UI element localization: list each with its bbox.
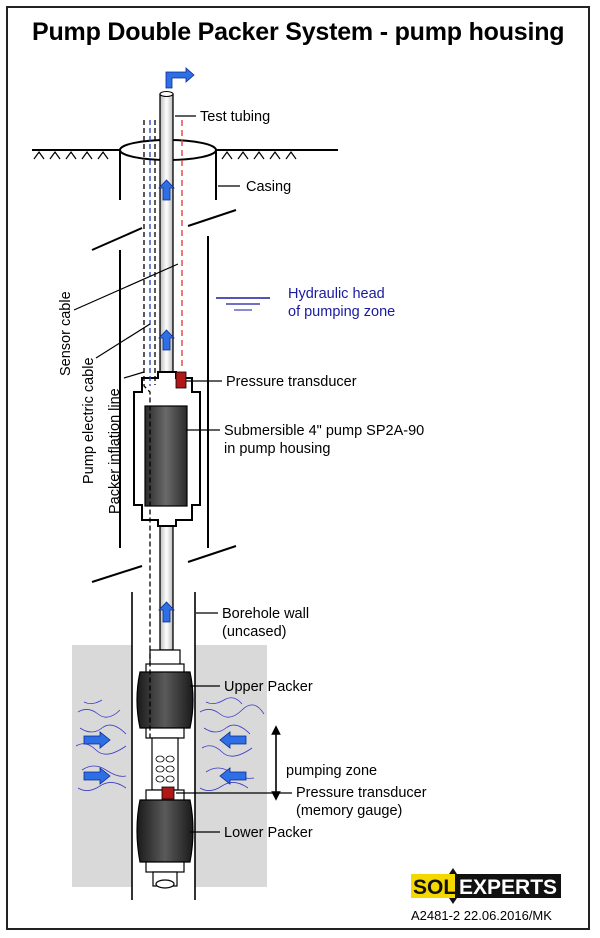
flow-arrows xyxy=(83,67,247,785)
label-memory-gauge-1: Pressure transducer xyxy=(296,785,427,801)
label-lower-packer: Lower Packer xyxy=(224,825,313,841)
label-borehole-wall-1: Borehole wall xyxy=(222,606,309,622)
label-pump-2: in pump housing xyxy=(224,441,330,457)
logo-experts: EXPERTS xyxy=(459,876,557,899)
logo-sol: SOL xyxy=(413,876,456,899)
label-sensor-cable: Sensor cable xyxy=(58,291,74,376)
leader-lines xyxy=(73,115,292,833)
label-test-tubing: Test tubing xyxy=(200,109,270,125)
packer-assembly xyxy=(136,649,194,889)
memory-gauge xyxy=(161,786,175,800)
label-hydraulic-head-1: Hydraulic head xyxy=(288,286,385,302)
label-upper-packer: Upper Packer xyxy=(224,679,313,695)
reference-code: A2481-2 22.06.2016/MK xyxy=(411,908,552,923)
solexperts-logo: SOL EXPERTS xyxy=(411,868,561,904)
casing-lower xyxy=(119,236,209,570)
label-borehole-wall-2: (uncased) xyxy=(222,624,286,640)
label-hydraulic-head-2: of pumping zone xyxy=(288,304,395,320)
packer-inflation-line xyxy=(143,120,151,740)
figure-frame xyxy=(6,6,590,930)
diagram-title: Pump Double Packer System - pump housing xyxy=(32,18,565,46)
hydraulic-head-symbol xyxy=(216,297,270,311)
pressure-transducer xyxy=(175,371,187,389)
label-packer-inflation-line: Packer inflation line xyxy=(107,388,123,514)
label-memory-gauge-2: (memory gauge) xyxy=(296,803,402,819)
borehole-wall xyxy=(131,592,196,900)
rock-formation xyxy=(72,645,267,887)
label-pump-electric-cable: Pump electric cable xyxy=(81,357,97,484)
test-tubing xyxy=(159,91,174,651)
label-casing: Casing xyxy=(246,179,291,195)
ground-surface xyxy=(32,149,338,160)
label-pressure-transducer: Pressure transducer xyxy=(226,374,357,390)
pump-housing xyxy=(133,371,201,527)
label-pump-1: Submersible 4" pump SP2A-90 xyxy=(224,423,424,439)
label-pumping-zone: pumping zone xyxy=(286,763,377,779)
